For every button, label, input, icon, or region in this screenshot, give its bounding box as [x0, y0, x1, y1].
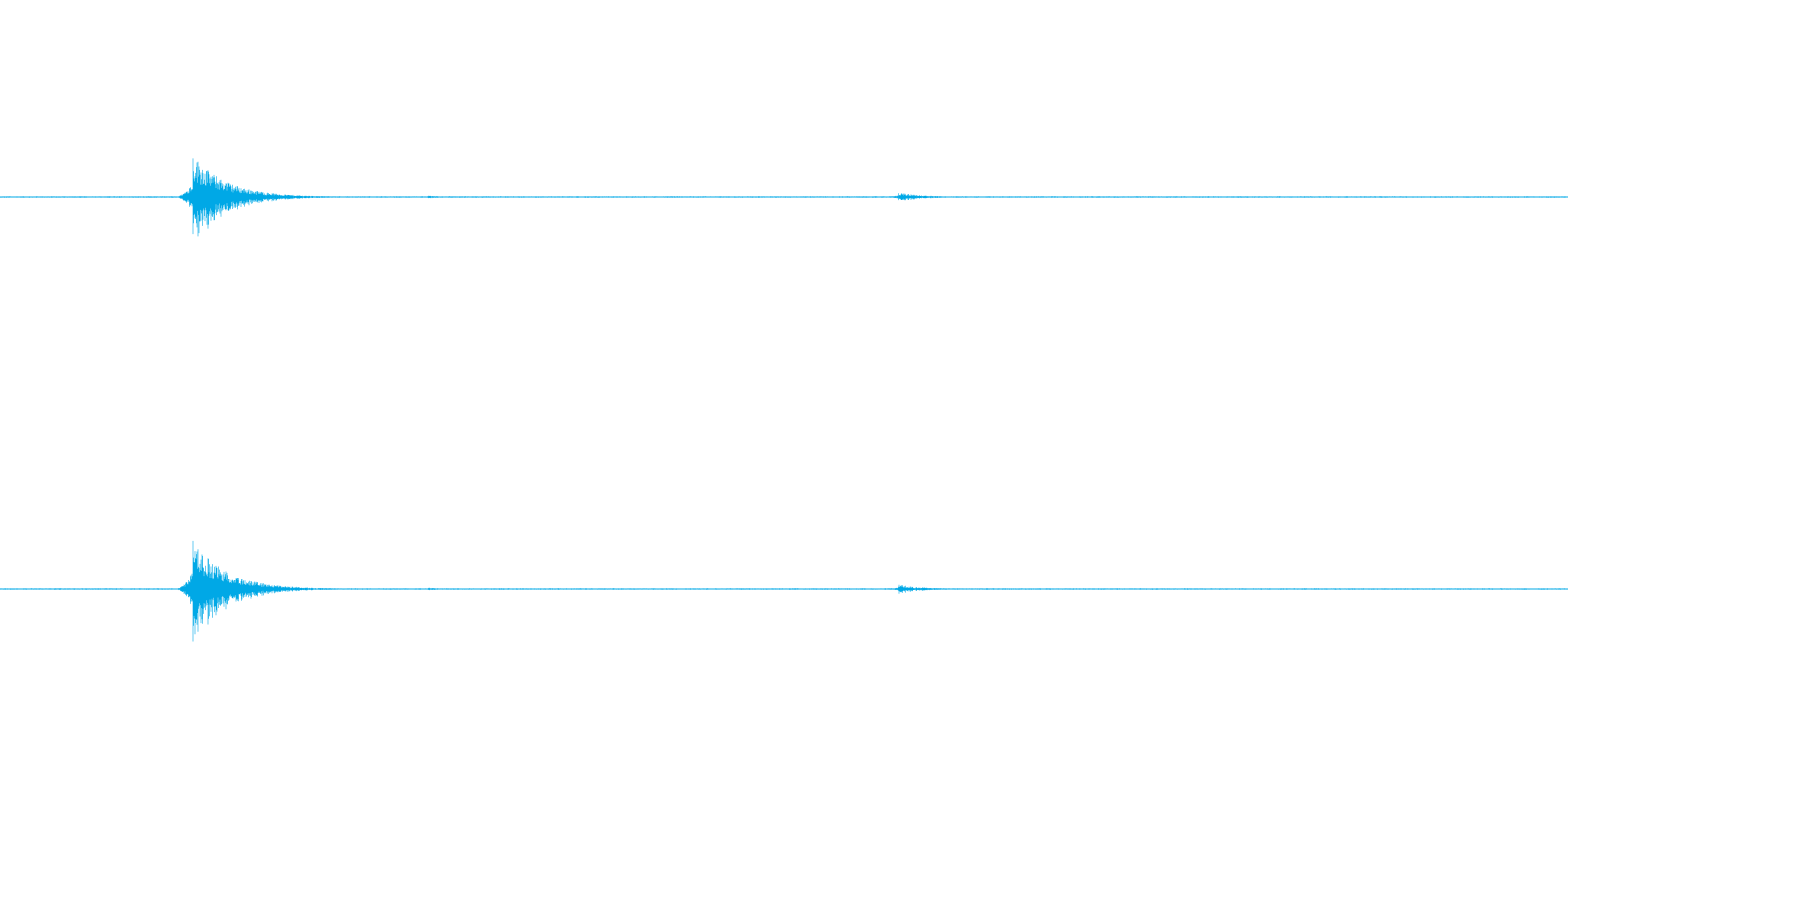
channel-2-samples — [0, 540, 1568, 642]
channel-1-waveform — [0, 158, 1568, 237]
channel-2-waveform — [0, 540, 1568, 642]
channel-1-samples — [0, 158, 1568, 237]
